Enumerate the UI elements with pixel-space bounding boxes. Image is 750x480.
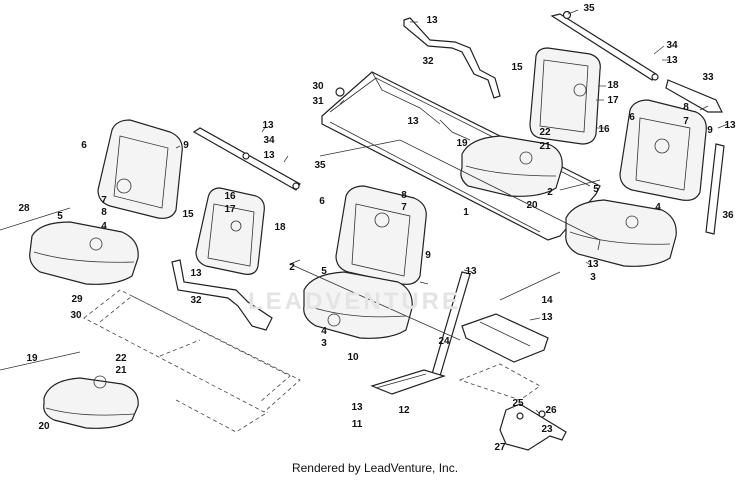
callout-3: 3 [590,272,596,283]
callout-15: 15 [511,62,523,73]
callout-18: 18 [607,80,619,91]
bracket-32-top [403,17,501,99]
callout-9: 9 [183,140,189,151]
seat-cushion-center [303,271,413,339]
callout-13: 13 [465,266,477,277]
callout-14: 14 [541,295,553,306]
callout-23: 23 [541,424,553,435]
callout-32: 32 [190,295,202,306]
seat-cushion-19-center [460,135,563,197]
plate-33 [665,79,723,113]
callout-13: 13 [426,15,438,26]
callout-7: 7 [401,202,407,213]
watermark: LEADVENTURE [248,288,462,315]
callout-25: 25 [512,398,524,409]
callout-35: 35 [583,3,595,14]
callout-6: 6 [81,140,87,151]
callout-13: 13 [190,268,202,279]
seat-back-right [619,99,707,201]
callout-24: 24 [438,336,450,347]
callout-26: 26 [545,405,557,416]
callout-33: 33 [702,72,714,83]
callout-2: 2 [289,262,295,273]
callout-8: 8 [101,207,107,218]
callout-35: 35 [314,160,326,171]
callout-30: 30 [70,310,82,321]
callout-4: 4 [321,326,327,337]
callout-13: 13 [351,402,363,413]
callout-13: 13 [541,312,553,323]
callout-6: 6 [319,196,325,207]
callout-30: 30 [312,81,324,92]
footer-credit: Rendered by LeadVenture, Inc. [291,461,459,475]
callout-12: 12 [398,405,410,416]
back-cushion-15-left [195,187,265,275]
hook-23 [499,403,567,451]
callout-1: 1 [463,207,469,218]
callout-29: 29 [71,294,83,305]
rail-34-top [550,10,659,81]
callout-13: 13 [262,120,274,131]
callout-21: 21 [115,365,127,376]
rail-34-left [192,127,301,191]
callout-17: 17 [224,204,236,215]
callout-34: 34 [263,135,275,146]
grab-bar-10 [370,271,471,395]
callout-11: 11 [351,419,363,430]
callout-13: 13 [407,116,419,127]
callout-31: 31 [312,96,324,107]
leader-lines [175,9,729,415]
bracket-14 [458,313,549,401]
callout-16: 16 [598,124,610,135]
callout-8: 8 [401,190,407,201]
callout-5: 5 [321,266,327,277]
seat-cushion-28 [29,221,139,285]
callout-13: 13 [587,259,599,270]
callout-20: 20 [38,421,50,432]
seat-cushion-right [565,199,677,267]
back-cushion-15-top [529,47,601,145]
seat-back-left [97,119,183,219]
callout-7: 7 [101,195,107,206]
callout-19: 19 [456,138,468,149]
callout-5: 5 [593,184,599,195]
callout-6: 6 [629,112,635,123]
callout-21: 21 [539,141,551,152]
callout-16: 16 [224,191,236,202]
callout-13: 13 [666,55,678,66]
callout-15: 15 [182,209,194,220]
callout-22: 22 [539,127,551,138]
callout-17: 17 [607,95,619,106]
callout-19: 19 [26,353,38,364]
callout-32: 32 [422,56,434,67]
bar-36 [705,143,725,235]
callout-27: 27 [494,442,506,453]
callout-4: 4 [655,202,661,213]
callout-13: 13 [263,150,275,161]
callout-20: 20 [526,200,538,211]
callout-36: 36 [722,210,734,221]
callout-3: 3 [321,338,327,349]
callout-2: 2 [547,187,553,198]
callout-9: 9 [707,125,713,136]
seat-cushion-19-left [43,375,139,429]
callout-7: 7 [683,116,689,127]
callout-9: 9 [425,250,431,261]
group-brackets [0,139,601,371]
callout-4: 4 [101,221,107,232]
callout-18: 18 [274,222,286,233]
callout-8: 8 [683,102,689,113]
callout-10: 10 [347,352,359,363]
callout-13: 13 [724,120,736,131]
bracket-32-left [171,259,273,331]
frame-outline-dashed [83,289,301,433]
callout-5: 5 [57,211,63,222]
seat-back-center [335,185,427,285]
callout-28: 28 [18,203,30,214]
callout-34: 34 [666,40,678,51]
callout-22: 22 [115,353,127,364]
